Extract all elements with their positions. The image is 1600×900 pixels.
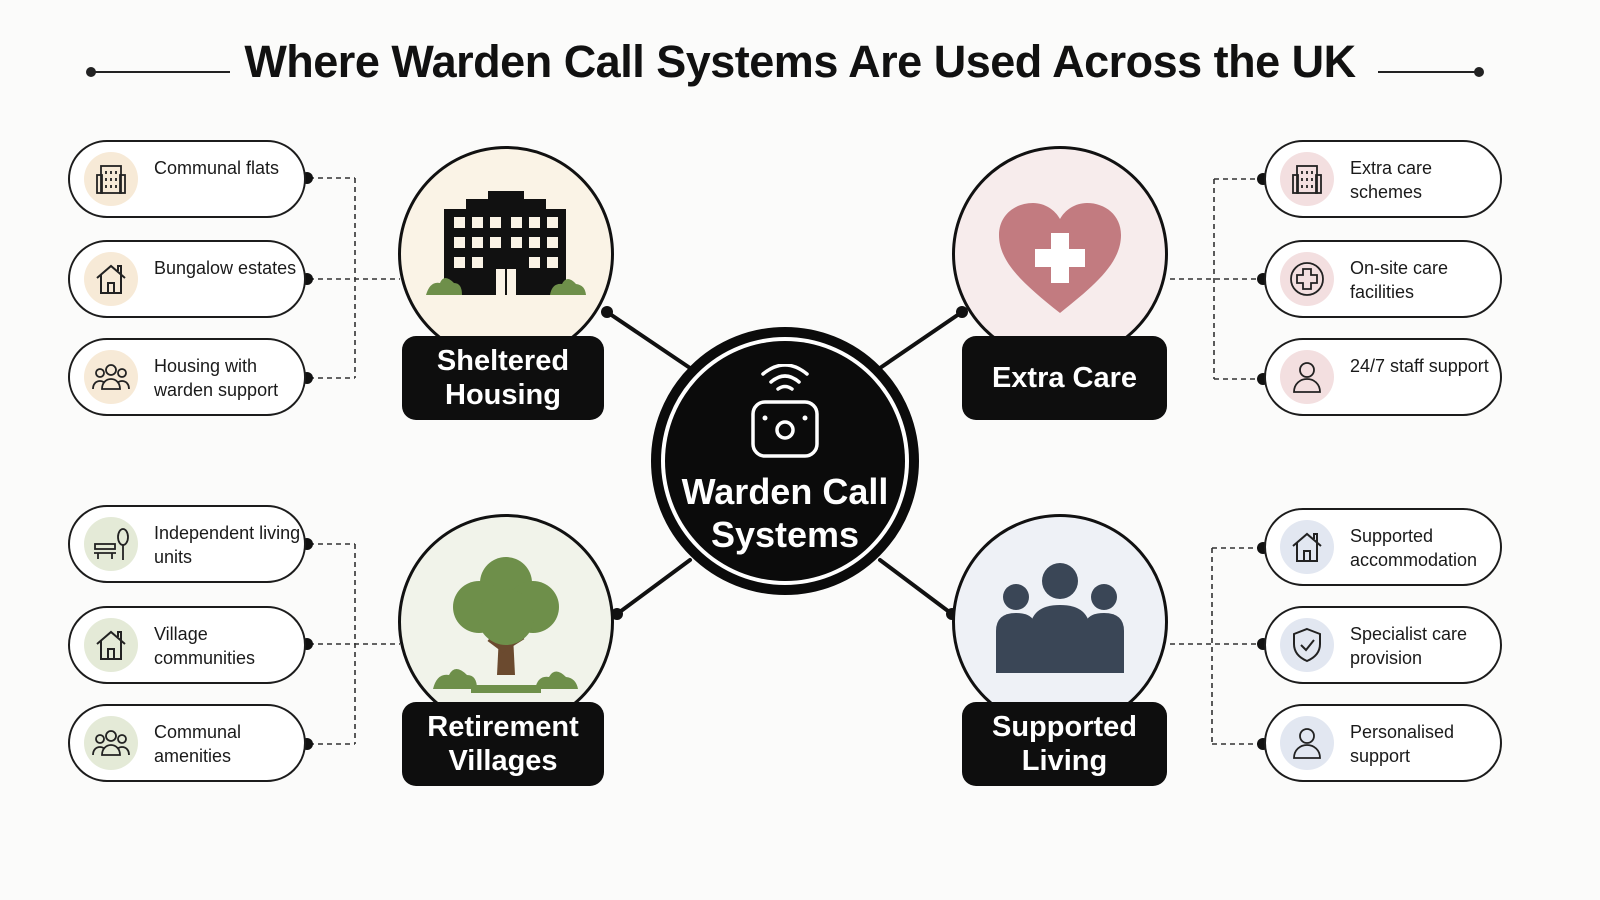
retirement-item-village-communities: Village communities [68, 606, 306, 684]
building-icon [1280, 152, 1334, 206]
item-label: Specialist care provision [1350, 624, 1468, 668]
item-label: Supported accommodation [1350, 526, 1478, 570]
retirement-item-communal-amenities: Communal amenities [68, 704, 306, 782]
house-icon [84, 618, 138, 672]
extra-care-disc [952, 146, 1168, 362]
person-icon [1280, 350, 1334, 404]
supported-item-specialist-care-provision: Specialist care provision [1264, 606, 1502, 684]
supported-item-personalised-support: Personalised support [1264, 704, 1502, 782]
group-icon [996, 563, 1124, 673]
sheltered-housing-disc [398, 146, 614, 362]
sheltered-item-communal-flats: Communal flats [68, 140, 306, 218]
extra-care-item-24-7-staff-support: 24/7 staff support [1264, 338, 1502, 416]
item-label: Extra care schemes [1350, 158, 1433, 202]
sheltered-item-housing-with-warden-support: Housing with warden support [68, 338, 306, 416]
building-icon [84, 152, 138, 206]
people-icon [84, 350, 138, 404]
title-dot-left [86, 67, 96, 77]
item-label: Village communities [154, 624, 256, 668]
house-icon [84, 252, 138, 306]
item-label: Communal amenities [154, 722, 242, 766]
wireless-alarm-icon [751, 364, 819, 458]
item-label: Personalised support [1350, 722, 1455, 766]
extra-care-item-on-site-care-facilities: On-site care facilities [1264, 240, 1502, 318]
sheltered-housing-label: Sheltered Housing [402, 336, 604, 420]
extra-care-item-extra-care-schemes: Extra care schemes [1264, 140, 1502, 218]
medical-cross-icon [1280, 252, 1334, 306]
retirement-item-independent-living-units: Independent living units [68, 505, 306, 583]
page-title: Where Warden Call Systems Are Used Acros… [244, 36, 1356, 87]
supported-item-supported-accommodation: Supported accommodation [1264, 508, 1502, 586]
title-rule-left [92, 71, 230, 73]
person-icon [1280, 716, 1334, 770]
building-icon [426, 191, 586, 295]
item-label: On-site care facilities [1350, 258, 1449, 302]
item-label: 24/7 staff support [1350, 356, 1489, 376]
title-dot-right [1474, 67, 1484, 77]
item-label: Independent living units [154, 523, 301, 567]
retirement-villages-disc [398, 514, 614, 730]
hub-circle [665, 341, 905, 581]
supported-living-label: Supported Living [962, 702, 1167, 786]
item-label: Bungalow estates [154, 258, 297, 278]
heart-cross-icon [999, 203, 1121, 313]
hub-label: Warden Call Systems [681, 471, 889, 555]
tree-icon [433, 557, 578, 693]
item-label: Communal flats [154, 158, 280, 178]
house-icon [1280, 520, 1334, 574]
shield-check-icon [1280, 618, 1334, 672]
retirement-villages-label: Retirement Villages [402, 702, 604, 786]
supported-living-disc [952, 514, 1168, 730]
title-rule-right [1378, 71, 1480, 73]
extra-care-label: Extra Care [962, 336, 1167, 420]
people-icon [84, 716, 138, 770]
item-label: Housing with warden support [154, 356, 279, 400]
bench-tree-icon [84, 517, 138, 571]
sheltered-item-bungalow-estates: Bungalow estates [68, 240, 306, 318]
